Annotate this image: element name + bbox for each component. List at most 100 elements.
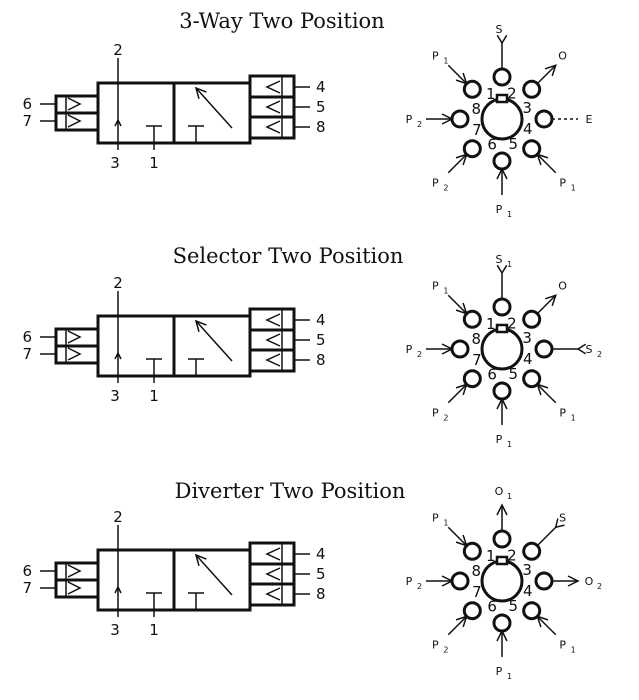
pilot-arrow-icon [265, 313, 281, 327]
position-number: 4 [523, 120, 533, 138]
port-number: 2 [113, 508, 123, 526]
connection-subscript: 1 [571, 414, 576, 423]
position-number: 2 [507, 546, 517, 564]
port-1-circle [492, 529, 512, 549]
diagram-title-3: Diverter Two Position [175, 479, 406, 503]
connection-label-text: E [586, 113, 593, 126]
position-number: 6 [487, 366, 497, 384]
pilot-arrow-icon [265, 353, 281, 367]
connection-label-text: P [496, 203, 503, 216]
port-8-circle [462, 541, 482, 561]
arrow-head [567, 575, 580, 587]
arrow-head [544, 294, 557, 307]
position-number: 5 [508, 597, 518, 615]
port-2-circle [522, 79, 542, 99]
pilot-arrow-icon [265, 80, 281, 94]
position-number: 5 [508, 365, 518, 383]
port-number: 7 [22, 579, 32, 597]
connection-subscript: 2 [597, 350, 602, 359]
position-number: 8 [472, 330, 482, 348]
connection-label: O [558, 279, 567, 292]
port-number: 6 [22, 95, 32, 113]
connection-subscript: 2 [597, 582, 602, 591]
connection-label-text: S [559, 511, 566, 524]
connection-line [536, 153, 557, 174]
arrow-head [496, 167, 508, 180]
pilot-arrow-icon [67, 564, 82, 578]
port-number: 7 [22, 345, 32, 363]
pilot-arrow-icon [67, 114, 82, 128]
position-number: 5 [508, 135, 518, 153]
port-6-circle [462, 601, 482, 621]
arrow-head [536, 615, 549, 628]
port-1-circle [492, 297, 512, 317]
arrow-head [194, 319, 207, 332]
connection-subscript: 1 [571, 184, 576, 193]
position-number: 3 [522, 561, 532, 579]
arrow-head [496, 397, 508, 410]
connection-line [447, 383, 468, 404]
port-number: 8 [316, 585, 326, 603]
rotor [480, 327, 524, 371]
arrow-head [455, 534, 468, 547]
connection-subscript: 1 [507, 672, 512, 681]
port-8-circle [462, 309, 482, 329]
port-number: 3 [110, 621, 120, 639]
port-number: 5 [316, 565, 326, 583]
position-number: 3 [522, 99, 532, 117]
connection-label: O [558, 49, 567, 62]
position-number: 1 [486, 315, 496, 333]
connection-line [536, 615, 557, 636]
connection-subscript: 2 [443, 414, 448, 423]
port-number: 4 [316, 545, 326, 563]
pilot-arrow-icon [67, 97, 82, 111]
arrow-head [455, 302, 468, 315]
flow-path [195, 554, 233, 596]
arrow-head [455, 383, 468, 396]
port-5-circle [492, 151, 512, 171]
port-6-circle [462, 369, 482, 389]
connection-label-text: O [558, 49, 567, 62]
connection-label-text: P [432, 639, 439, 652]
port-number: 3 [110, 154, 120, 172]
arrow-head [455, 153, 468, 166]
connection-label-text: P [559, 639, 566, 652]
connection-label-text: P [432, 407, 439, 420]
rotor [480, 559, 524, 603]
port-2-circle [522, 541, 542, 561]
position-number: 2 [507, 314, 517, 332]
port-number: 1 [149, 387, 159, 405]
arrow-head [496, 629, 508, 642]
connection-subscript: 1 [507, 260, 512, 269]
port-number: 2 [113, 274, 123, 292]
arrow-head [194, 553, 207, 566]
connection-line [447, 294, 468, 315]
diagram-title-2: Selector Two Position [173, 244, 404, 268]
pilot-arrow-icon [67, 330, 82, 344]
connection-label-text: P [406, 575, 413, 588]
flow-arrow-icon [114, 118, 122, 127]
connection-subscript: 1 [507, 440, 512, 449]
port-3-circle [534, 109, 554, 129]
rotor-key [495, 323, 509, 334]
connection-subscript: 1 [571, 646, 576, 655]
port-7-circle [450, 109, 470, 129]
connection-subscript: 1 [443, 286, 448, 295]
pilot-arrow-icon [67, 581, 82, 595]
flow-arrow-icon [114, 351, 122, 360]
port-1-circle [492, 67, 512, 87]
